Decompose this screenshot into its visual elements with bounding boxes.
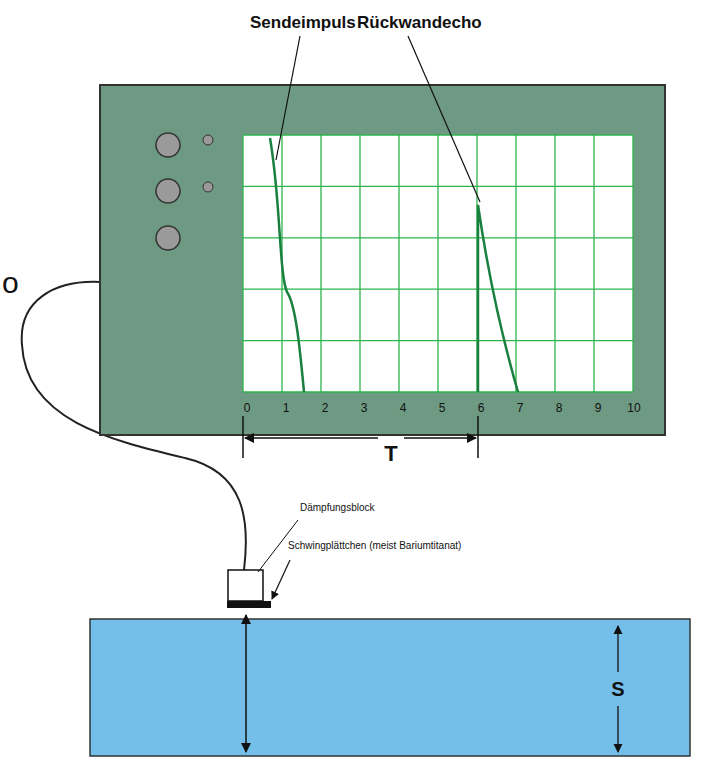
dimension-line (404, 437, 476, 439)
damping-block (228, 570, 263, 601)
grid-line (242, 135, 243, 392)
axis-number: 2 (322, 402, 329, 414)
grid-line (398, 135, 399, 392)
grid-line (359, 135, 360, 392)
axis-number: 6 (478, 402, 485, 414)
screen (243, 135, 633, 392)
knob (156, 133, 180, 157)
dimension-label: S (611, 679, 624, 699)
indicator-lamp (203, 182, 213, 192)
dimension-tick (242, 416, 244, 458)
axis-number: 4 (400, 402, 407, 414)
dimension-line (617, 706, 618, 752)
knob (156, 226, 180, 250)
grid-line (515, 135, 516, 392)
grid-line (243, 237, 633, 238)
axis-number: 10 (627, 402, 640, 414)
signal-label: Rückwandecho (357, 14, 482, 31)
knob (156, 179, 180, 203)
grid-line (243, 391, 633, 392)
text-fragment: o (2, 268, 19, 298)
signal-label: Sendeimpuls (250, 14, 356, 31)
axis-number: 9 (595, 402, 602, 414)
indicator-lamp (203, 135, 213, 145)
grid-line (320, 135, 321, 392)
axis-number: 0 (244, 402, 251, 414)
oscillator-plate (227, 601, 271, 608)
sound-path (245, 615, 247, 752)
axis-number: 8 (556, 402, 563, 414)
dimension-line (245, 437, 378, 439)
transmit-pulse-trace (270, 138, 304, 392)
grid-line (554, 135, 555, 392)
axis-number: 5 (439, 402, 446, 414)
grid-line (243, 186, 633, 187)
test-piece (90, 619, 690, 756)
grid-line (243, 289, 633, 290)
axis-number: 1 (283, 402, 290, 414)
backwall-echo-trace (478, 205, 518, 392)
axis-number: 7 (517, 402, 524, 414)
grid-line (632, 135, 633, 392)
part-label: Dämpfungsblock (300, 503, 374, 513)
instrument-panel (100, 85, 665, 435)
leader-line (408, 36, 480, 202)
screen-grid (243, 135, 633, 392)
dimension-line (617, 626, 618, 672)
dimension-tick (477, 416, 479, 458)
part-label: Schwingplättchen (meist Bariumtitanat) (288, 541, 461, 551)
grid-line (437, 135, 438, 392)
leader-line (272, 560, 290, 599)
dimension-label: T (384, 443, 397, 465)
grid-line (243, 340, 633, 341)
axis-number: 3 (361, 402, 368, 414)
leader-line (276, 36, 300, 160)
grid-line (593, 135, 594, 392)
grid-line (243, 134, 633, 135)
